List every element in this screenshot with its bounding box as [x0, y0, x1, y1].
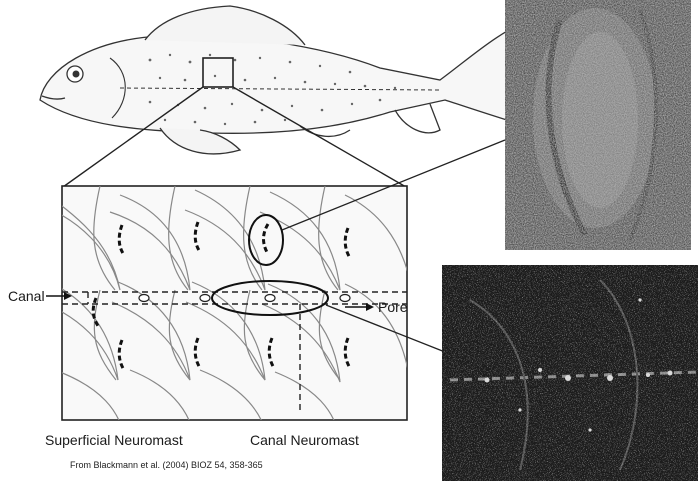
- micrograph-superficial: [505, 0, 691, 250]
- canal-neuromast-caption: Canal Neuromast: [250, 432, 359, 448]
- source-credit: From Blackmann et al. (2004) BIOZ 54, 35…: [70, 460, 263, 470]
- magnified-scale-panel: [40, 186, 410, 440]
- canal-label: Canal: [8, 288, 45, 304]
- micrograph-canal: [442, 265, 698, 481]
- superficial-neuromast-caption: Superficial Neuromast: [45, 432, 183, 448]
- fish-illustration: [40, 6, 540, 154]
- pore-label: Pore: [378, 299, 408, 315]
